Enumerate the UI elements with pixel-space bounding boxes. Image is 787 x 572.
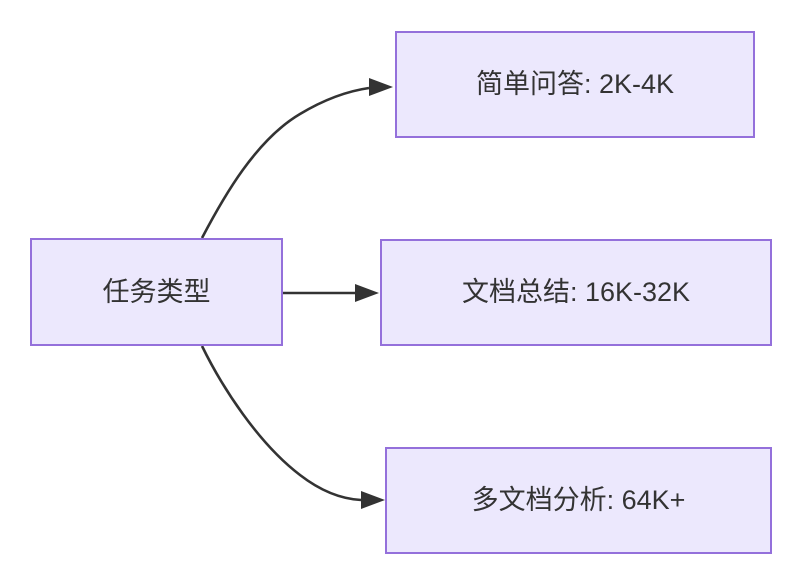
node-doc-summary-label: 文档总结: 16K-32K: [461, 277, 691, 308]
edge-root-to-multi-doc: [200, 345, 385, 509]
node-simple-qa-label: 简单问答: 2K-4K: [475, 69, 675, 100]
node-task-type-label: 任务类型: [102, 276, 211, 307]
edge-root-to-multi-doc-path: [200, 345, 362, 502]
edge-root-to-simple-qa-path: [200, 86, 370, 239]
edge-root-to-multi-doc-arrowhead: [361, 491, 385, 509]
edge-root-to-simple-qa-arrowhead: [369, 78, 393, 96]
edge-root-to-simple-qa: [200, 78, 393, 239]
node-task-type[interactable]: 任务类型: [30, 238, 283, 346]
node-multi-doc[interactable]: 多文档分析: 64K+: [385, 447, 772, 554]
node-multi-doc-label: 多文档分析: 64K+: [471, 485, 686, 516]
node-doc-summary[interactable]: 文档总结: 16K-32K: [380, 239, 772, 346]
edge-root-to-doc-summary-arrowhead: [355, 284, 379, 302]
node-simple-qa[interactable]: 简单问答: 2K-4K: [395, 31, 755, 138]
edge-root-to-doc-summary: [283, 284, 379, 302]
